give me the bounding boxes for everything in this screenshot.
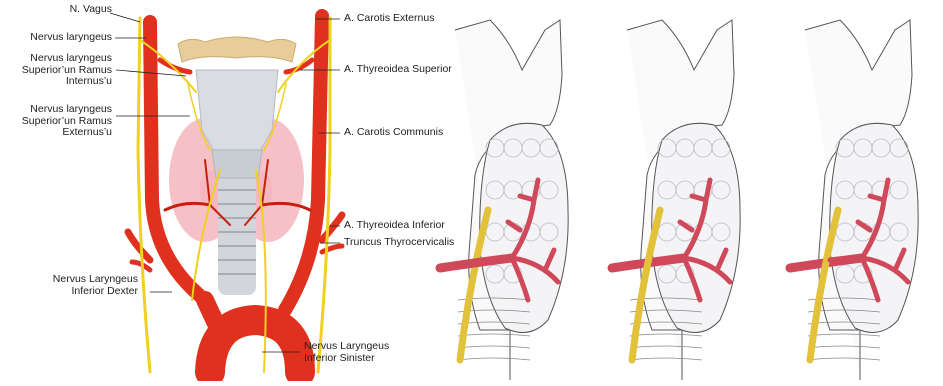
sketch-panels	[440, 20, 918, 380]
label-thyreoidea-inferior: A. Thyreoidea Inferior	[344, 220, 445, 232]
label-laryngeus-inferior-sinister: Nervus Laryngeus Inferior Sinister	[304, 341, 389, 364]
trachea	[218, 175, 256, 295]
sketch-trachea-ring	[458, 358, 530, 360]
sketch-trachea-ring	[458, 334, 530, 336]
label-laryngeus-inferior-dexter: Nervus Laryngeus Inferior Dexter	[0, 274, 138, 297]
sketch-trachea-ring	[808, 334, 880, 336]
sketch-panel-nerve-between	[790, 20, 918, 380]
label-carotis-externus: A. Carotis Externus	[344, 13, 434, 25]
label-n-vagus: N. Vagus	[40, 4, 112, 16]
label-nervus-laryngeus: Nervus laryngeus	[0, 32, 112, 44]
sketch-artery-branch-over-nerve	[830, 258, 860, 260]
sketch-panel-nerve-front	[612, 20, 740, 380]
sketch-trachea-ring	[630, 346, 702, 348]
sketch-trachea-ring	[808, 346, 880, 348]
label-ramus-externus: Nervus laryngeus Superior’un Ramus Exter…	[0, 104, 112, 139]
sketch-trachea-ring	[808, 358, 880, 360]
sketch-trachea-ring	[458, 346, 530, 348]
label-truncus-thyrocervicalis: Truncus Thyrocervicalis	[344, 237, 454, 249]
sketch-trachea-ring	[630, 334, 702, 336]
anatomy-illustration	[128, 16, 342, 372]
label-ramus-internus: Nervus laryngeus Superior’un Ramus Inter…	[0, 53, 112, 88]
label-carotis-communis: A. Carotis Communis	[344, 127, 443, 139]
hyoid-bone	[178, 37, 296, 62]
label-thyreoidea-superior: A. Thyreoidea Superior	[344, 64, 452, 76]
sketch-panel-nerve-behind	[440, 20, 568, 380]
sketch-trachea-ring	[630, 358, 702, 360]
